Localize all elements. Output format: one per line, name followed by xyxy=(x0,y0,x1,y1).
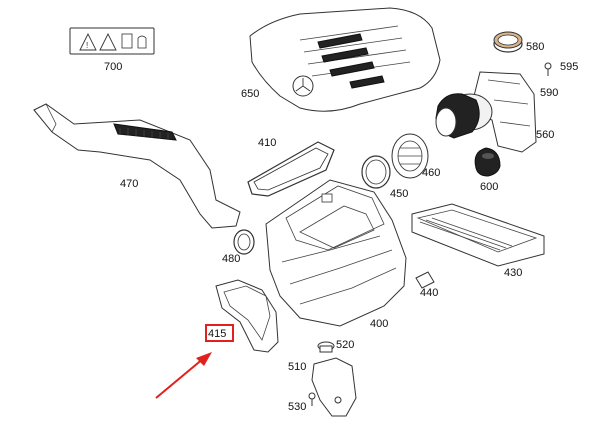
warning-label-part: ! xyxy=(69,27,155,55)
cap-part xyxy=(474,147,501,177)
label-410: 410 xyxy=(258,137,276,149)
label-580: 580 xyxy=(526,41,544,53)
label-510: 510 xyxy=(288,361,306,373)
label-480: 480 xyxy=(222,253,240,265)
label-530: 530 xyxy=(288,401,306,413)
mount-grommet-part xyxy=(317,341,335,353)
label-650: 650 xyxy=(241,88,259,100)
intake-hose-part xyxy=(33,103,241,229)
air-filter-housing-part xyxy=(265,179,407,327)
highlight-box xyxy=(205,324,234,342)
air-duct-assembly-part xyxy=(435,71,537,153)
seal-ring-part xyxy=(361,155,391,189)
label-450: 450 xyxy=(390,188,408,200)
label-590: 590 xyxy=(540,87,558,99)
duct-piece-part xyxy=(215,279,279,353)
grommet-part xyxy=(415,271,435,289)
flow-sensor-part xyxy=(391,133,429,179)
filter-element-part xyxy=(411,203,545,267)
label-400: 400 xyxy=(370,318,388,330)
bracket-part xyxy=(311,357,357,417)
label-415: 415 xyxy=(208,328,226,340)
label-470: 470 xyxy=(120,178,138,190)
label-430: 430 xyxy=(504,267,522,279)
ring-part xyxy=(233,229,255,255)
label-600: 600 xyxy=(480,181,498,193)
screw-part xyxy=(544,62,552,76)
highlight-arrow xyxy=(155,352,212,399)
clamp-ring-part xyxy=(493,31,523,53)
label-560: 560 xyxy=(536,129,554,141)
svg-text:!: ! xyxy=(86,41,88,50)
label-700: 700 xyxy=(104,61,122,73)
label-520: 520 xyxy=(336,339,354,351)
label-460: 460 xyxy=(422,167,440,179)
label-595: 595 xyxy=(560,61,578,73)
bolt-part xyxy=(308,392,316,406)
filter-gasket-part xyxy=(247,141,335,197)
label-440: 440 xyxy=(420,287,438,299)
engine-cover-part xyxy=(249,7,441,112)
